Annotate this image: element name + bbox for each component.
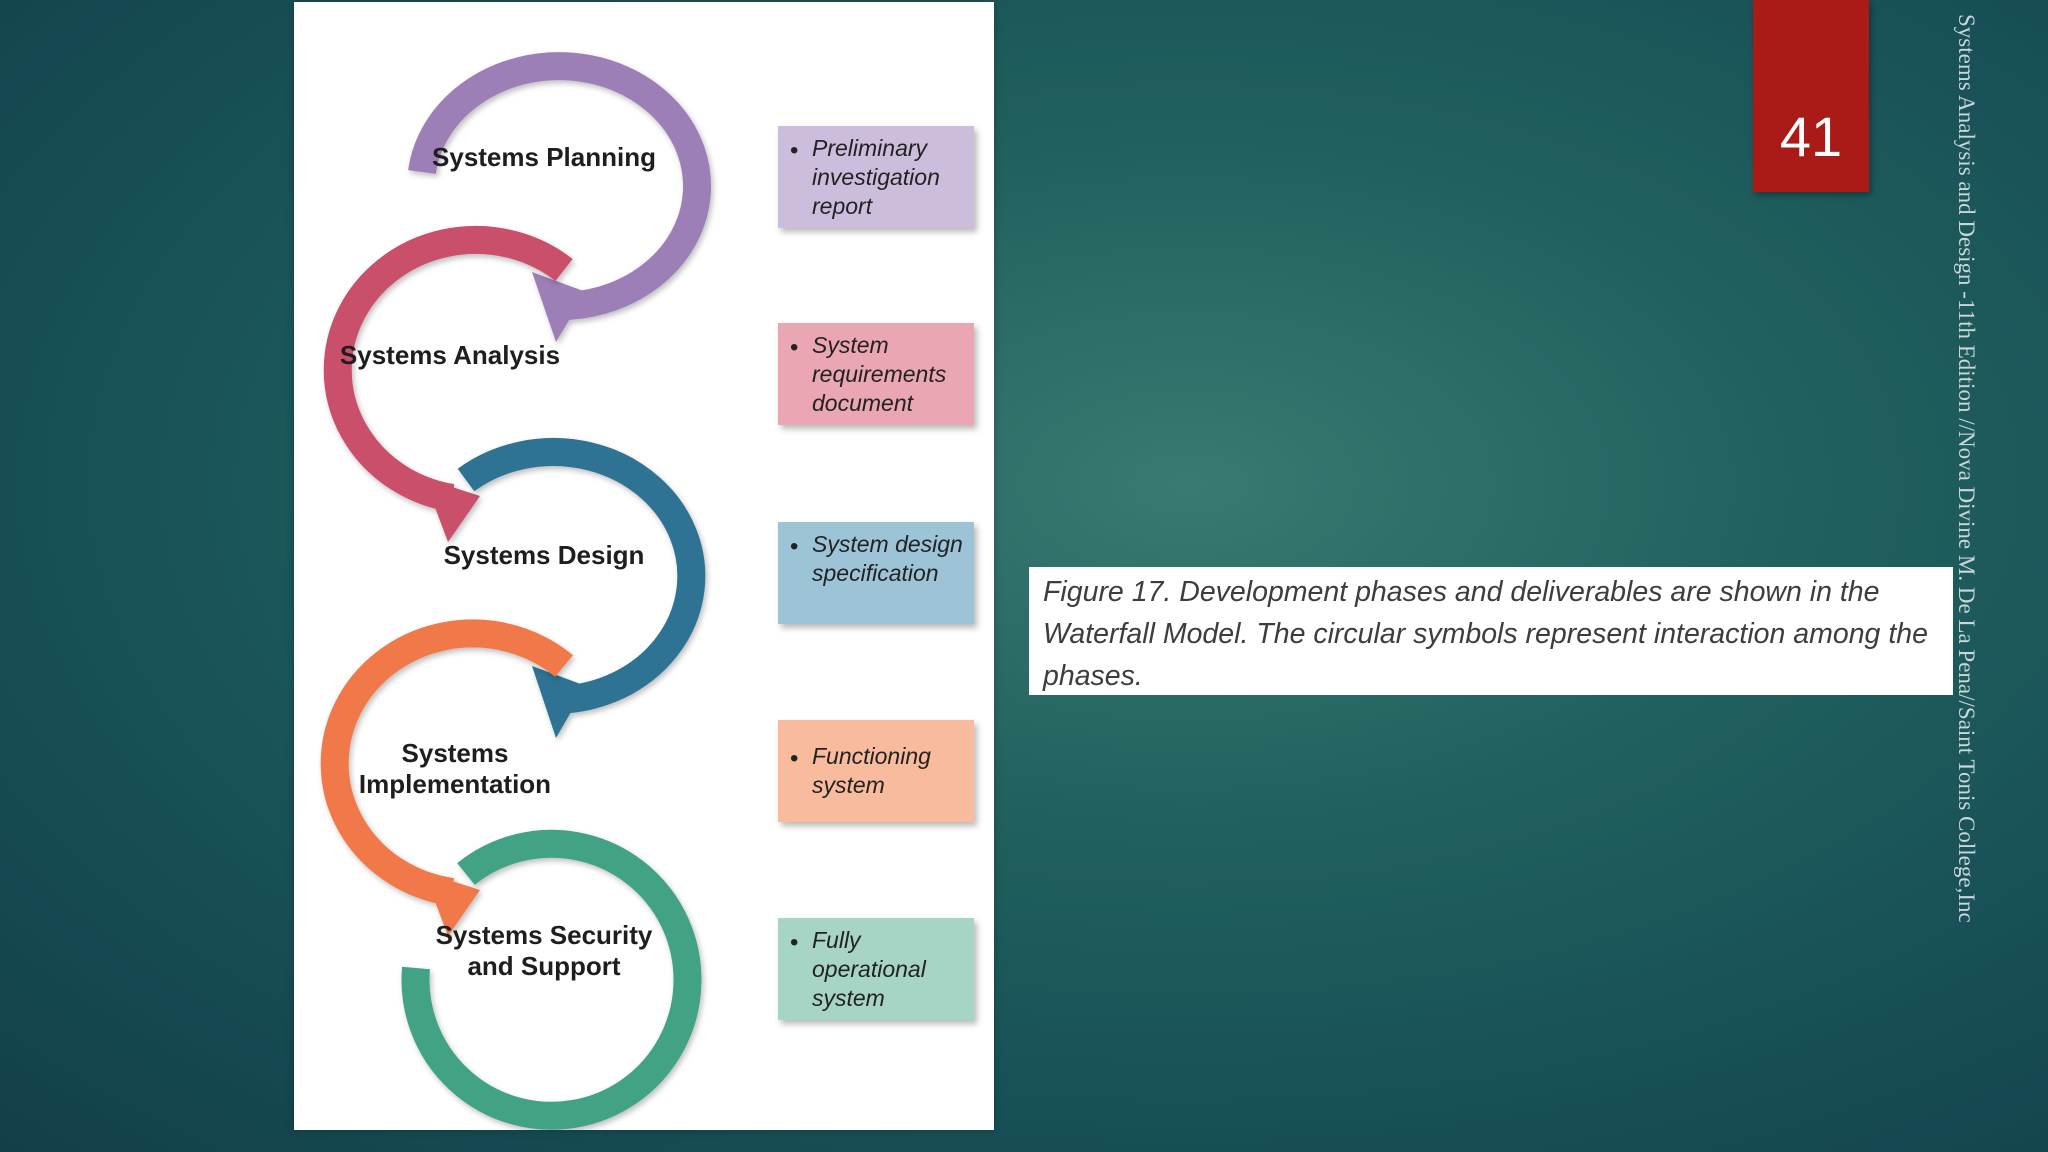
deliverable-planning: • Preliminary investigation report (778, 126, 974, 228)
planning-arrow (408, 52, 712, 342)
security-arrow (401, 829, 702, 1130)
phase-label-security: Systems Security and Support (435, 920, 653, 981)
side-credit-text: Systems Analysis and Design -11th Editio… (1954, 14, 1979, 923)
bullet-icon: • (790, 334, 799, 361)
waterfall-figure: Systems Planning Systems Analysis System… (294, 2, 994, 1130)
deliverable-text: Functioning system (812, 743, 931, 798)
slide-number-badge: 41 (1753, 0, 1869, 192)
deliverable-analysis: • System requirements document (778, 323, 974, 425)
deliverable-implementation: • Functioning system (778, 720, 974, 822)
bullet-icon: • (790, 745, 799, 772)
design-arrow (457, 438, 706, 738)
slide-number: 41 (1779, 104, 1843, 168)
analysis-arrow (323, 225, 573, 542)
caption-text: Figure 17. Development phases and delive… (1043, 576, 1928, 692)
deliverable-security: • Fully operational system (778, 918, 974, 1020)
bullet-icon: • (790, 929, 799, 956)
deliverable-design: • System design specification (778, 522, 974, 624)
figure-caption: Figure 17. Development phases and delive… (1029, 567, 1953, 695)
deliverable-text: Preliminary investigation report (812, 135, 940, 219)
phase-label-planning: Systems Planning (432, 142, 656, 172)
bullet-icon: • (790, 137, 799, 164)
phase-label-design: Systems Design (443, 540, 645, 570)
deliverable-text: System requirements document (812, 332, 947, 416)
implementation-arrow (320, 619, 573, 936)
phase-label-analysis: Systems Analysis (339, 340, 561, 370)
phase-label-implementation: Systems Implementation (358, 738, 552, 799)
phase-arrows-diagram (320, 52, 712, 1130)
bullet-icon: • (790, 533, 799, 560)
deliverable-text: Fully operational system (812, 927, 926, 1011)
deliverable-text: System design specification (812, 531, 963, 586)
